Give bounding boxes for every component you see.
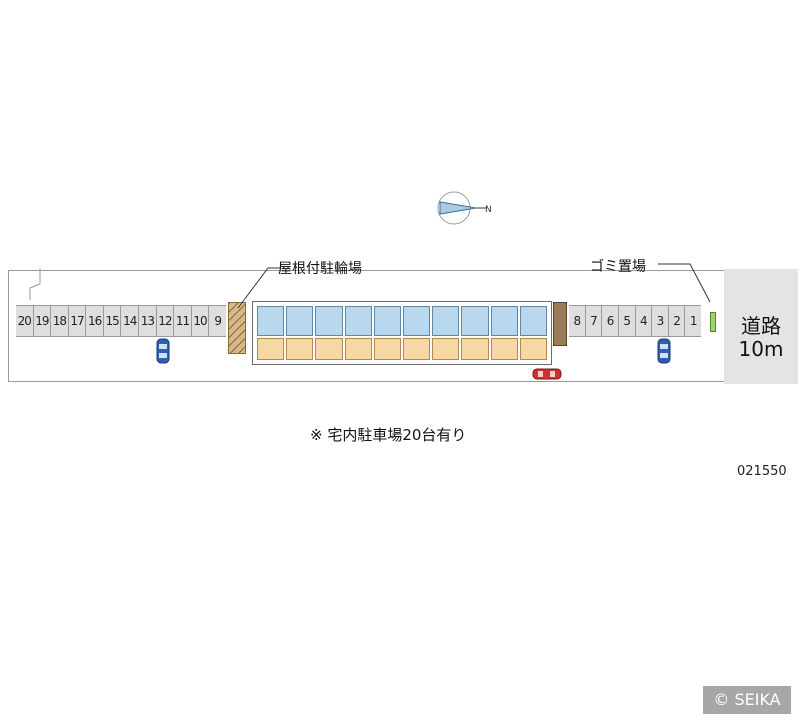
- parking-slot: 6: [602, 306, 619, 336]
- unit-room: [257, 306, 285, 336]
- unit-room: [461, 338, 489, 360]
- unit-room: [315, 306, 343, 336]
- parking-slot: 12: [157, 306, 175, 336]
- unit-room: [403, 338, 431, 360]
- compass-label: N: [485, 205, 492, 215]
- parking-slot: 3: [652, 306, 669, 336]
- unit-room: [286, 306, 314, 336]
- unit-room: [344, 306, 372, 336]
- parking-slot: 2: [669, 306, 686, 336]
- car-icon: [532, 368, 562, 380]
- parking-slot: 17: [69, 306, 87, 336]
- unit-room: [257, 338, 285, 360]
- unit-room: [490, 338, 518, 360]
- parking-slot: 10: [192, 306, 210, 336]
- unit-room: [315, 338, 343, 360]
- unit-room: [403, 306, 431, 336]
- road-area: [724, 269, 798, 384]
- road-label-name: 道路: [741, 314, 781, 338]
- unit-room: [373, 306, 402, 336]
- compass-icon: N: [437, 191, 492, 225]
- parking-slot: 11: [174, 306, 192, 336]
- unit-room: [432, 306, 460, 336]
- parking-slot: 18: [51, 306, 69, 336]
- entrance-marker-icon: [710, 312, 716, 332]
- unit-room: [344, 338, 372, 360]
- parking-strip-right: 8 7 6 5 4 3 2 1: [569, 305, 701, 337]
- parking-slot: 19: [34, 306, 52, 336]
- parking-slot: 15: [104, 306, 122, 336]
- garbage-area: [553, 302, 567, 346]
- parking-slot: 9: [214, 314, 222, 328]
- unit-room: [432, 338, 460, 360]
- parking-slot: 8: [569, 306, 586, 336]
- car-icon: [156, 338, 170, 364]
- unit-room: [373, 338, 402, 360]
- parking-note: ※ 宅内駐車場20台有り: [310, 426, 467, 444]
- parking-slot: 1: [689, 314, 698, 328]
- parking-slot: 14: [121, 306, 140, 336]
- parking-strip-left: 20 19 18 17 16 15 14 13 12 11 10 9: [16, 305, 226, 337]
- site-notch: [29, 268, 41, 300]
- site-boundary: [8, 270, 724, 382]
- upper-units: [257, 306, 548, 336]
- unit-room: [286, 338, 314, 360]
- unit-room: [490, 306, 518, 336]
- apartment-building: [252, 301, 552, 365]
- unit-room: [461, 306, 489, 336]
- parking-slot: 5: [619, 306, 636, 336]
- garbage-label: ゴミ置場: [590, 259, 646, 275]
- garbage-leader: [658, 263, 711, 303]
- bike-parking-shed: [228, 302, 246, 354]
- property-code: 021550: [737, 464, 787, 479]
- unit-room: [519, 306, 548, 336]
- bike-parking-leader: [237, 267, 280, 309]
- copyright-watermark: © SEIKA: [703, 686, 791, 714]
- parking-slot: 4: [636, 306, 653, 336]
- bike-parking-label: 屋根付駐輪場: [278, 261, 362, 277]
- parking-slot: 13: [139, 306, 157, 336]
- lower-units: [257, 338, 548, 360]
- parking-slot: 20: [16, 306, 34, 336]
- parking-slot: 7: [586, 306, 603, 336]
- road-label-width: 10m: [738, 337, 784, 361]
- parking-slot: 16: [86, 306, 104, 336]
- unit-room: [519, 338, 548, 360]
- car-icon: [657, 338, 671, 364]
